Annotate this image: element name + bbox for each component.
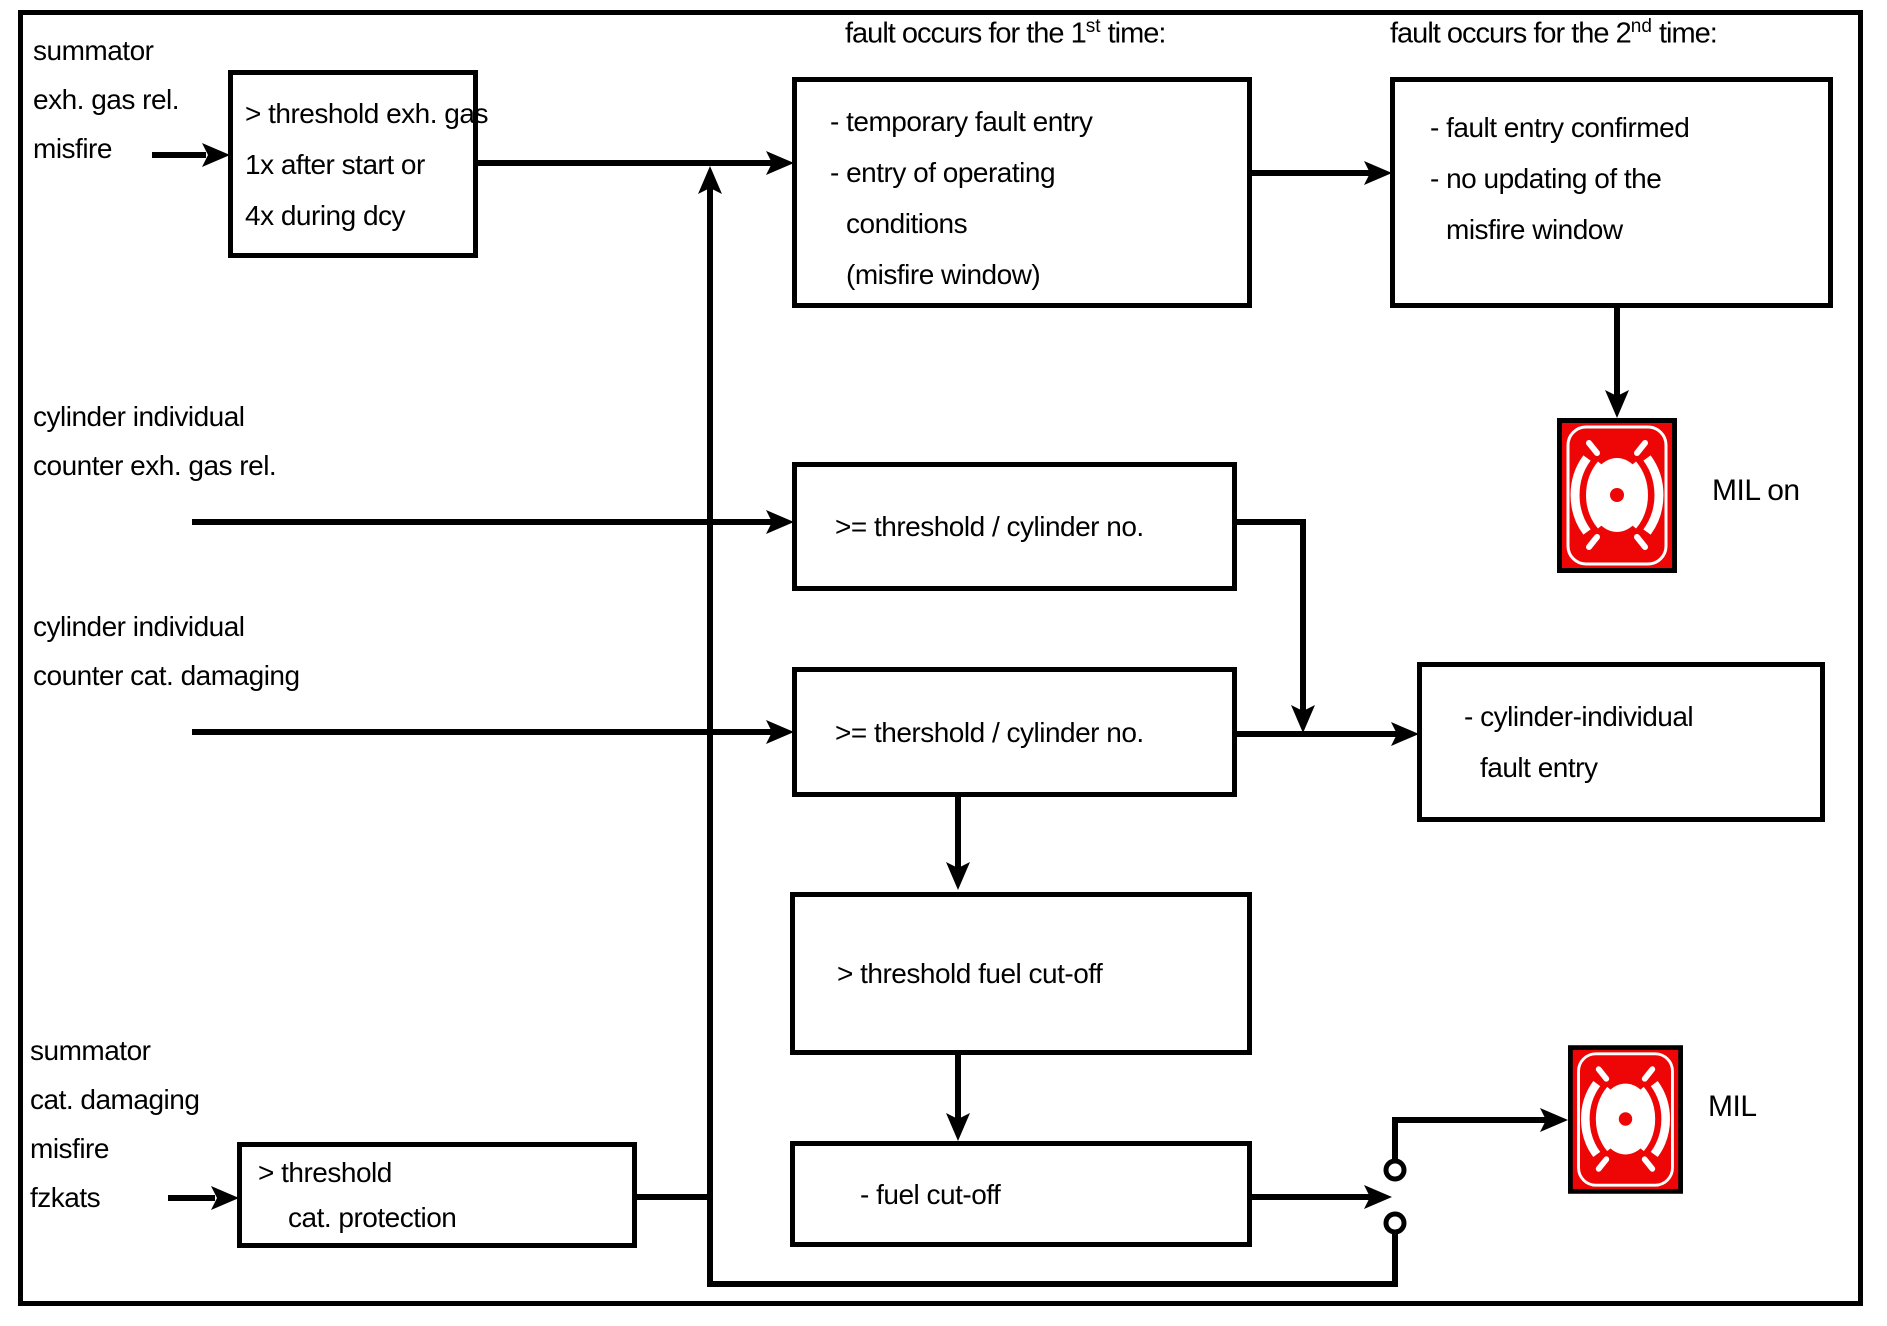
label-cylinder-counter-exh: cylinder individual counter exh. gas rel… <box>33 392 277 490</box>
box-first-time-actions: - temporary fault entry - entry of opera… <box>792 77 1252 308</box>
mil-on-label: MIL on <box>1712 474 1800 507</box>
mil-lamp-icon <box>1568 1045 1683 1194</box>
label-line: cylinder individual <box>33 401 245 432</box>
arrow-summator-cat-to-cat-protection <box>168 1186 239 1210</box>
heading-first-prefix: fault occurs for the 1 <box>845 17 1087 50</box>
box-line: > threshold <box>258 1157 392 1188</box>
heading-second-suffix: time: <box>1651 17 1718 50</box>
box-line: misfire window <box>1446 214 1623 245</box>
arrow-summator-exh-to-threshold-box <box>152 143 230 167</box>
label-line: counter exh. gas rel. <box>33 450 277 481</box>
arrow-first-time-to-second-time <box>1252 161 1392 185</box>
box-line: > threshold exh. gas <box>245 97 488 129</box>
box-line: 1x after start or <box>245 148 425 180</box>
box-line: - entry of operating <box>830 157 1056 188</box>
label-line: exh. gas rel. <box>33 84 180 115</box>
switch-contact-terminals <box>1383 1158 1407 1235</box>
arrow-cyl-counter-exh-to-threshold <box>192 510 794 534</box>
label-cylinder-counter-cat: cylinder individual counter cat. damagin… <box>33 602 300 700</box>
box-fuel-cutoff: - fuel cut-off <box>790 1141 1252 1247</box>
box-line: conditions <box>846 208 968 239</box>
label-line: summator <box>33 35 154 66</box>
box-line: - fuel cut-off <box>860 1178 1001 1210</box>
box-line: - cylinder-individual <box>1464 701 1694 732</box>
label-line: misfire <box>30 1133 109 1164</box>
label-line: misfire <box>33 133 112 164</box>
heading-fault-second-time: fault occurs for the 2nd time: <box>1390 16 1718 51</box>
heading-second-ordinal: nd <box>1630 16 1652 37</box>
box-threshold-per-cylinder-exh: >= threshold / cylinder no. <box>792 462 1237 591</box>
riser-cat-protection-to-first-time <box>698 166 722 1197</box>
wire-switch-top-to-mil <box>1392 1108 1568 1161</box>
label-line: summator <box>30 1035 151 1066</box>
arrow-second-time-to-mil-on <box>1605 308 1629 418</box>
heading-first-ordinal: st <box>1085 16 1101 37</box>
box-line: - fault entry confirmed <box>1430 112 1690 143</box>
heading-second-prefix: fault occurs for the 2 <box>1390 17 1632 50</box>
diagram-border <box>18 10 1863 1306</box>
box-line: - temporary fault entry <box>830 106 1093 137</box>
arrow-fuel-cutoff-to-switch <box>1252 1185 1392 1209</box>
box-line: > threshold fuel cut-off <box>837 958 1103 989</box>
heading-first-suffix: time: <box>1100 17 1167 50</box>
box-line: >= threshold / cylinder no. <box>835 511 1144 542</box>
arrow-threshold-exh-to-first-time-box <box>478 151 794 175</box>
arrow-cyl-counter-cat-to-threshold <box>192 720 794 744</box>
mil-on-lamp-icon <box>1557 418 1677 573</box>
label-summator-exh-gas: summator exh. gas rel. misfire <box>33 26 180 173</box>
box-line: cat. protection <box>288 1202 457 1233</box>
box-line: - no updating of the <box>1430 163 1662 194</box>
box-line: >= thershold / cylinder no. <box>835 716 1144 748</box>
box-line: (misfire window) <box>846 259 1041 290</box>
box-line: fault entry <box>1480 752 1598 783</box>
box-threshold-per-cylinder-cat: >= thershold / cylinder no. <box>792 667 1237 797</box>
label-summator-cat-damaging: summator cat. damaging misfire fzkats <box>30 1026 200 1222</box>
box-cylinder-fault-entry: - cylinder-individual fault entry <box>1417 662 1825 822</box>
label-line: cylinder individual <box>33 611 245 642</box>
box-threshold-exh-gas: > threshold exh. gas 1x after start or 4… <box>228 70 488 258</box>
box-threshold-cat-protection: > threshold cat. protection <box>237 1142 637 1248</box>
label-line: cat. damaging <box>30 1084 200 1115</box>
box-line: 4x during dcy <box>245 199 406 231</box>
label-line: fzkats <box>30 1182 101 1213</box>
bus-riser-to-switch-bottom <box>707 1194 1398 1287</box>
arrow-thresholds-to-fault-entry <box>1237 722 1419 746</box>
arrow-threshold-cat-to-fuel-cutoff-threshold <box>946 797 970 890</box>
heading-fault-first-time: fault occurs for the 1st time: <box>845 16 1167 51</box>
box-threshold-fuel-cutoff: > threshold fuel cut-off <box>790 892 1252 1055</box>
mil-label: MIL <box>1708 1090 1757 1123</box>
route-threshold-exh-counter-down <box>1237 519 1315 733</box>
label-line: counter cat. damaging <box>33 660 300 691</box>
box-second-time-actions: - fault entry confirmed - no updating of… <box>1390 77 1833 308</box>
arrow-fuel-cutoff-threshold-to-fuel-cutoff <box>946 1055 970 1141</box>
